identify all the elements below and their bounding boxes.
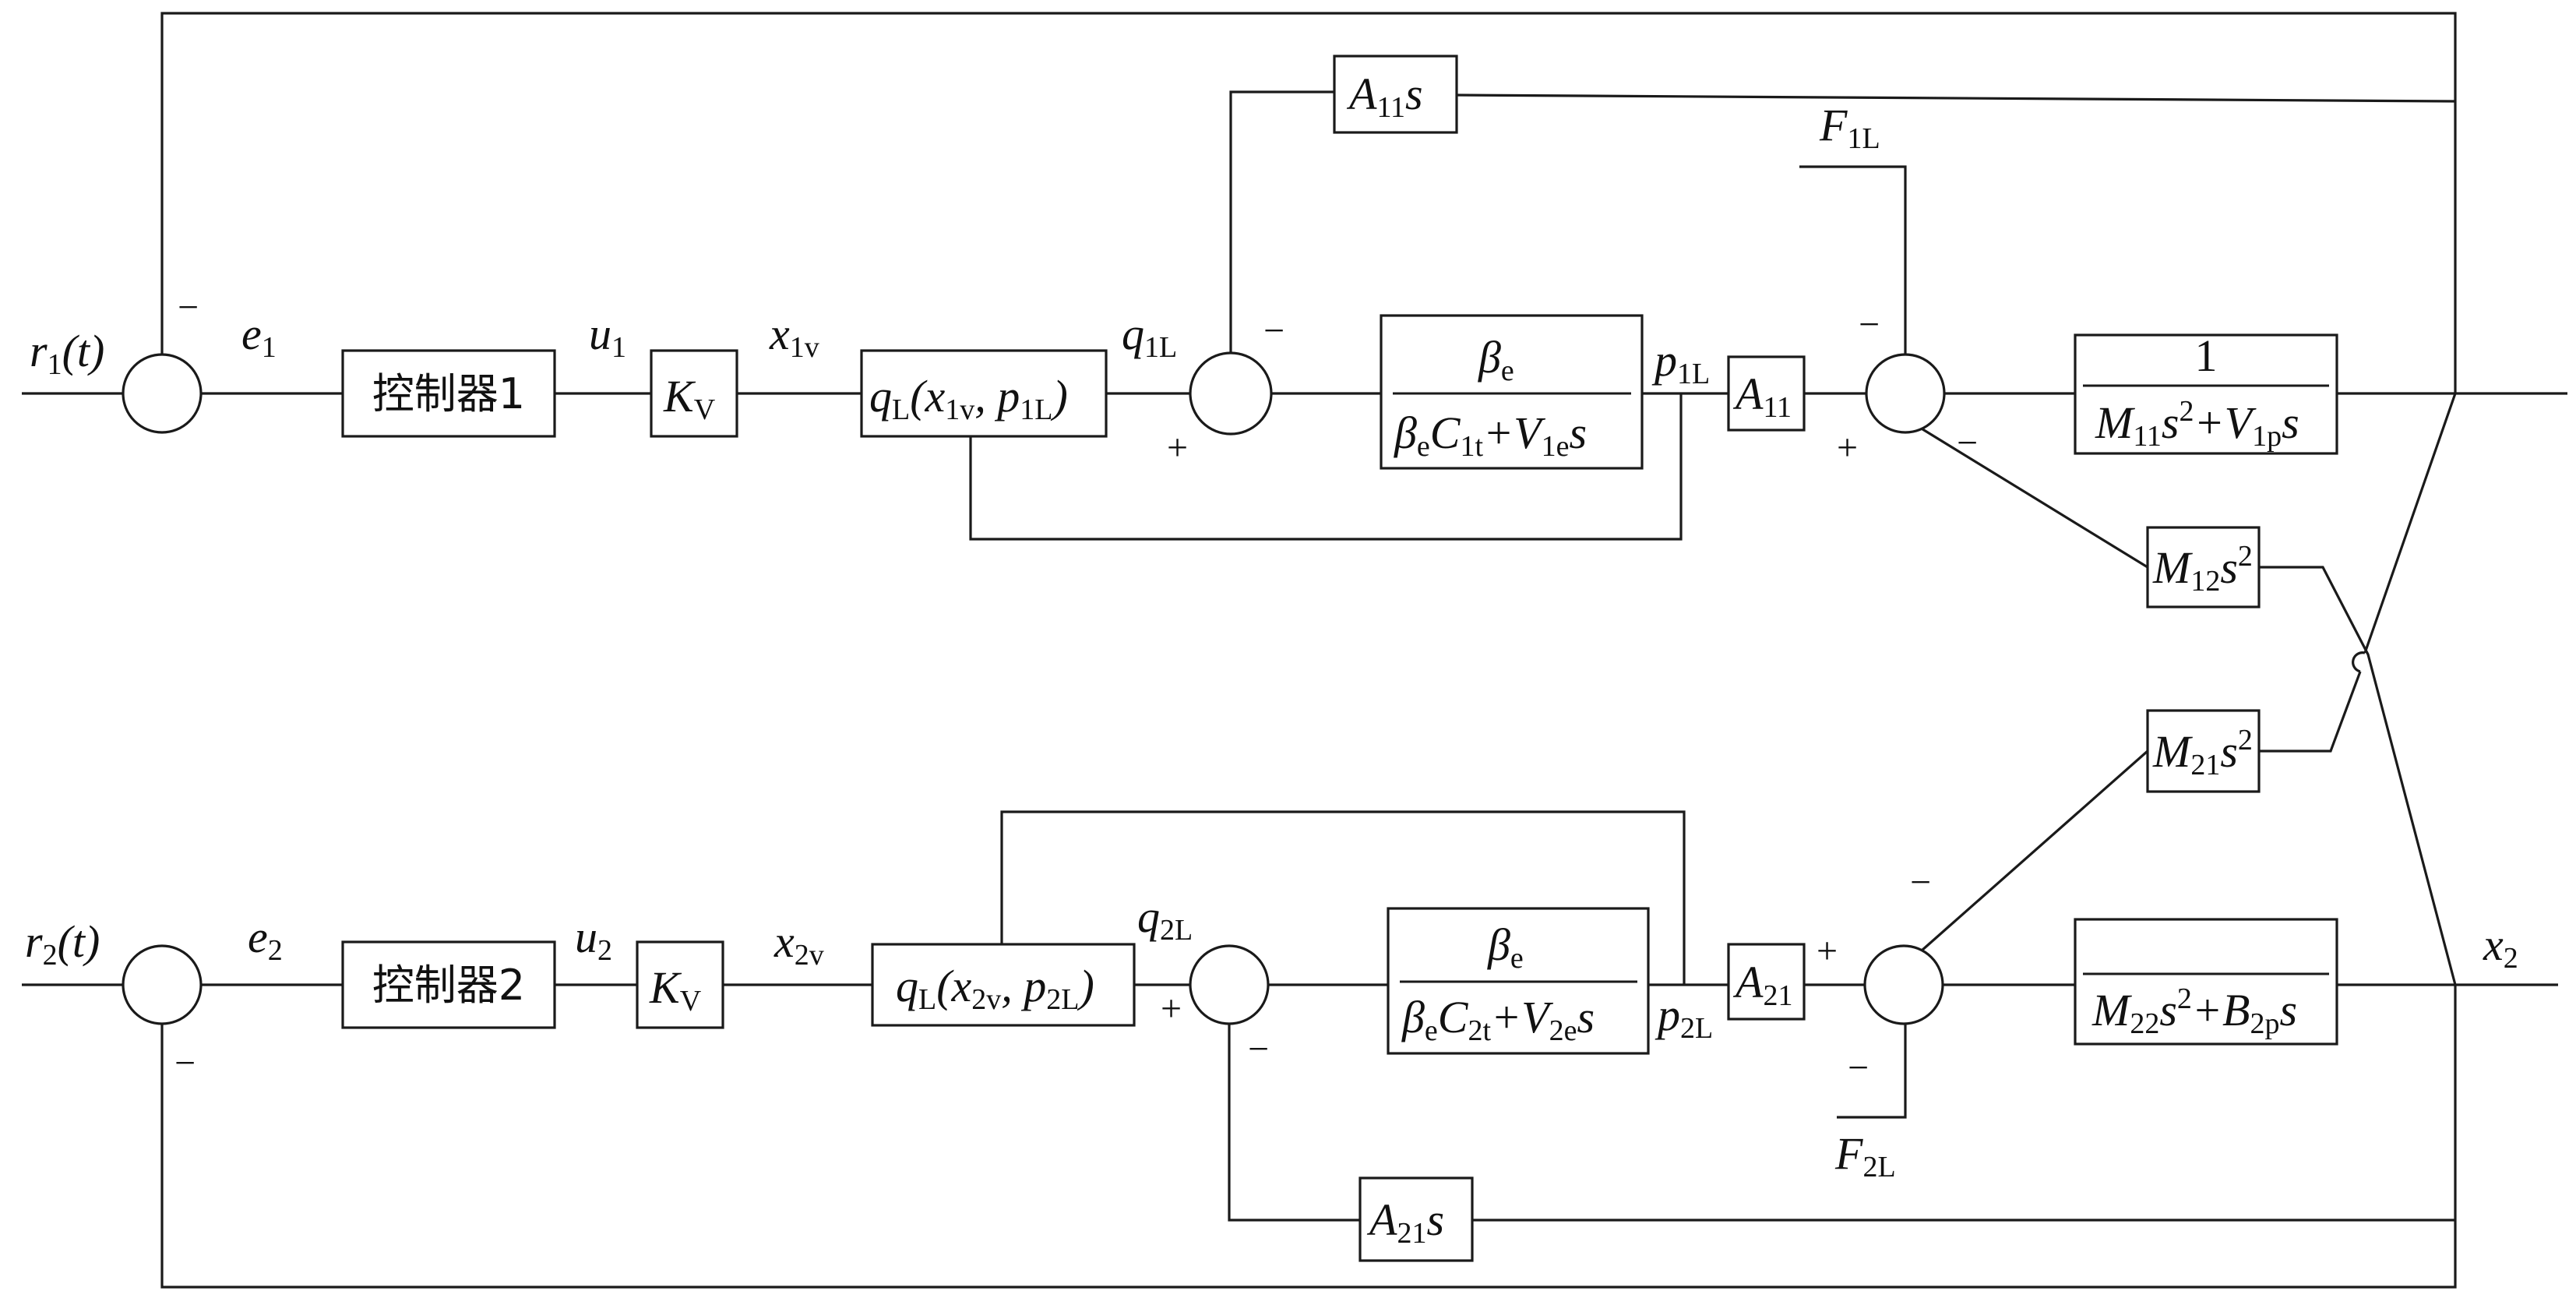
plant-1-numerator: 1 bbox=[2195, 330, 2218, 381]
gain-kv-2-block bbox=[636, 940, 724, 1029]
area-a11-block bbox=[1727, 355, 1806, 432]
label-q2L: q2L bbox=[1137, 891, 1193, 947]
transfer-function-1-block bbox=[1380, 314, 1644, 470]
plant-2-denominator: M22s2+B2ps bbox=[2091, 982, 2297, 1040]
wire-x1-to-M21-lower bbox=[2259, 671, 2362, 753]
junction-signs: − − + − + − − + − + − − bbox=[174, 287, 1978, 1088]
coupling-m21-label: M21s2 bbox=[2152, 724, 2253, 781]
label-e1: e1 bbox=[241, 309, 277, 364]
flow-function-1-label: qL(x1v, p1L) bbox=[869, 371, 1068, 426]
flow-function-2-label: qL(x2v, p2L) bbox=[896, 961, 1094, 1016]
tf1-numerator: βe bbox=[1478, 332, 1514, 387]
label-q1L: q1L bbox=[1122, 309, 1177, 364]
summing-junction-5 bbox=[1189, 944, 1270, 1025]
wire-x1-outer-feedback bbox=[160, 12, 2457, 393]
label-p1L: p1L bbox=[1651, 335, 1710, 390]
sign-sum5-plus: + bbox=[1161, 988, 1182, 1029]
tf2-denominator: βeC2t+V2es bbox=[1401, 992, 1595, 1047]
sign-sum3-minus-bottom: − bbox=[1957, 422, 1978, 464]
coupling-m12-block bbox=[2146, 526, 2261, 608]
summing-junction-1 bbox=[122, 353, 203, 434]
gain-kv-1-label: KV bbox=[663, 371, 716, 426]
controller-1-label: 控制器1 bbox=[372, 369, 525, 418]
coupling-m12-label: M12s2 bbox=[2152, 540, 2253, 598]
summing-junction-2 bbox=[1189, 351, 1273, 436]
gain-kv-1-block bbox=[650, 349, 738, 438]
wire-a11s-right bbox=[1456, 93, 2456, 103]
wire-F1L bbox=[1799, 165, 1907, 354]
label-r2: r2(t) bbox=[25, 916, 100, 972]
label-F2L: F2L bbox=[1834, 1128, 1896, 1183]
flow-function-1-block bbox=[860, 349, 1108, 438]
wire-crossing-hop bbox=[2352, 651, 2366, 673]
area-a21-label: A21 bbox=[1732, 957, 1792, 1012]
label-u2: u2 bbox=[575, 912, 612, 967]
blocks bbox=[341, 55, 2338, 1262]
feedback-a21s-label: A21s bbox=[1366, 1194, 1444, 1250]
sign-sum6-minus-bottom: − bbox=[1848, 1047, 1869, 1088]
wire-F2L bbox=[1837, 1024, 1907, 1119]
wire-a11s-left bbox=[1229, 90, 1334, 354]
wire-p1L-to-qL bbox=[969, 393, 1683, 541]
fraction-bars bbox=[1393, 384, 2329, 983]
wire-p2L-to-qL bbox=[1000, 810, 1686, 985]
row2-labels: r2(t) e2 控制器2 u2 KV x2v qL(x2v, p2L) q2L… bbox=[25, 724, 2518, 1250]
sign-sum6-plus: + bbox=[1817, 930, 1838, 972]
label-u1: u1 bbox=[589, 309, 626, 364]
gain-kv-2-label: KV bbox=[649, 962, 702, 1018]
row1-labels: r1(t) e1 控制器1 u1 KV x1v qL(x1v, p1L) q1L… bbox=[30, 69, 2299, 598]
wire-x2-outer-feedback bbox=[160, 985, 2457, 1289]
area-a11-label: A11 bbox=[1732, 369, 1792, 424]
controller-2-block bbox=[341, 940, 556, 1029]
sign-sum2-minus: − bbox=[1263, 310, 1284, 351]
sign-sum1-minus: − bbox=[178, 287, 199, 328]
summing-junction-6 bbox=[1863, 944, 1944, 1025]
sign-sum3-plus: + bbox=[1837, 427, 1858, 468]
controller-1-block bbox=[341, 349, 556, 438]
coupling-m21-block bbox=[2146, 709, 2261, 793]
label-e2: e2 bbox=[248, 912, 283, 967]
summing-junction-4 bbox=[122, 944, 203, 1025]
area-a21-block bbox=[1727, 943, 1806, 1021]
feedback-a21s-block bbox=[1358, 1176, 1474, 1262]
plant-1-block bbox=[2074, 333, 2338, 455]
label-x2v: x2v bbox=[774, 916, 824, 972]
feedback-a11s-label: A11s bbox=[1346, 69, 1423, 124]
summing-junctions bbox=[122, 351, 1946, 1025]
plant-1-denominator: M11s2+V1ps bbox=[2095, 395, 2299, 453]
plant-2-block bbox=[2074, 918, 2338, 1046]
label-r1: r1(t) bbox=[30, 326, 104, 381]
label-p2L: p2L bbox=[1654, 989, 1713, 1045]
wire-x1-to-M21-upper bbox=[2363, 393, 2457, 654]
tf1-denominator: βeC1t+V1es bbox=[1394, 407, 1587, 463]
feedback-a11s-block bbox=[1333, 55, 1458, 134]
label-x2: x2 bbox=[2483, 919, 2518, 975]
tf2-numerator: βe bbox=[1487, 919, 1524, 975]
wire-sum3-to-M12 bbox=[1919, 426, 2148, 569]
controller-2-label: 控制器2 bbox=[372, 961, 525, 1010]
wire-a21s-left bbox=[1228, 1024, 1360, 1222]
wire-M21-to-sum6 bbox=[1920, 750, 2149, 952]
sign-sum3-minus-top: − bbox=[1859, 304, 1880, 345]
sign-sum4-minus: − bbox=[174, 1042, 196, 1084]
sign-sum2-plus: + bbox=[1167, 427, 1188, 468]
label-x1v: x1v bbox=[769, 309, 819, 364]
label-F1L: F1L bbox=[1819, 100, 1880, 155]
wire-M12-to-x2 bbox=[2259, 566, 2457, 986]
signal-wires bbox=[22, 12, 2567, 1289]
summing-junction-3 bbox=[1865, 353, 1946, 434]
flow-function-2-block bbox=[871, 943, 1136, 1027]
sign-sum6-minus-top: − bbox=[1910, 862, 1931, 903]
sign-sum5-minus: − bbox=[1248, 1028, 1269, 1070]
